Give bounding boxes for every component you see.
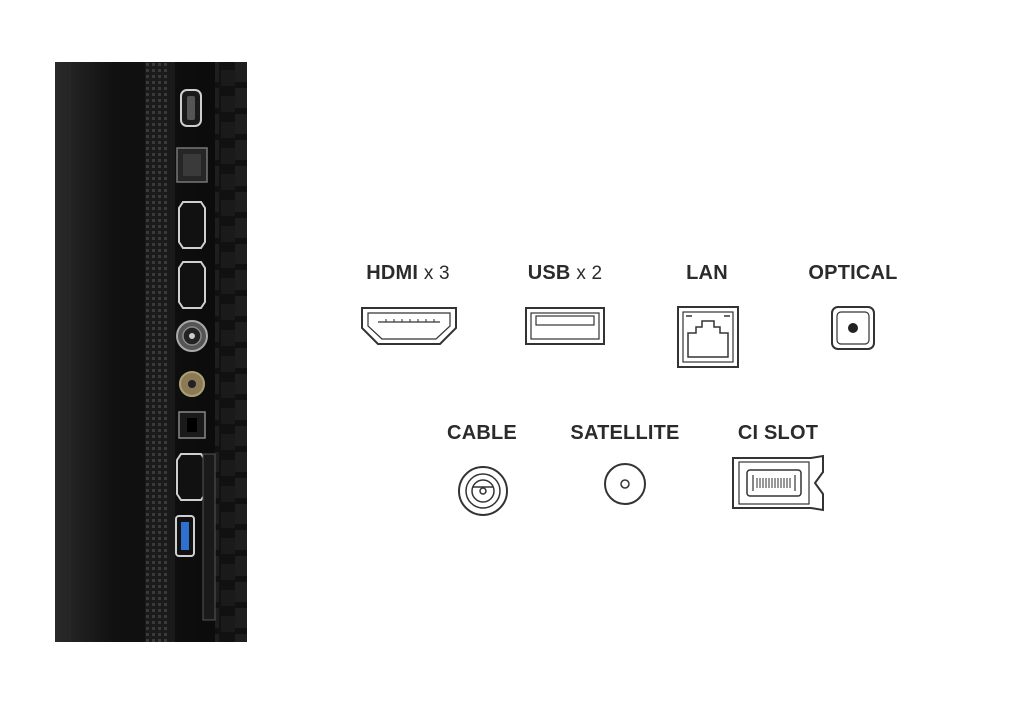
optical-label: OPTICAL [808, 262, 898, 284]
lan-port-icon [677, 306, 739, 368]
hdmi-label: HDMI x 3 [366, 262, 450, 284]
satellite-port-icon [604, 463, 646, 505]
ci-slot-label: CI SLOT [737, 422, 819, 444]
usb-port-icon [525, 307, 605, 345]
cable-label: CABLE [447, 422, 517, 444]
lan-label: LAN [686, 262, 728, 284]
tv-side-panel-image [55, 62, 247, 642]
hdmi-port-icon [361, 307, 457, 345]
cable-port-icon [458, 466, 508, 516]
usb-label: USB x 2 [527, 262, 603, 284]
ci-slot-icon [732, 454, 824, 512]
satellite-label: SATELLITE [570, 422, 680, 444]
tv-panel-drawing [55, 62, 247, 642]
optical-port-icon [831, 306, 875, 350]
